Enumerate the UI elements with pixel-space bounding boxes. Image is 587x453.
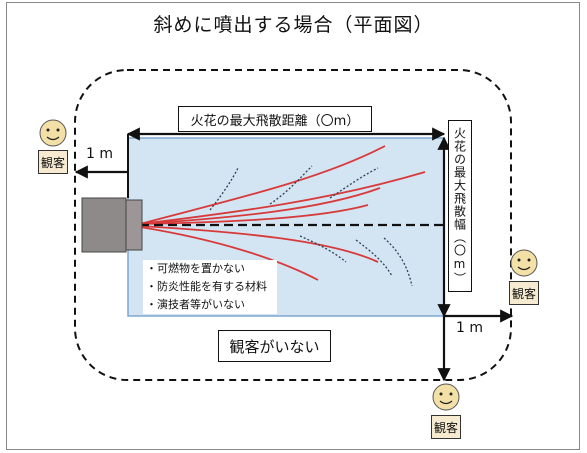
audience-label-left: 観客 [38,150,68,174]
max-width-label: 火花の最大飛散幅（〇m） [448,120,472,292]
audience-figure-left [39,119,67,147]
bottom-distance-label: 1 m [456,320,483,336]
safety-notes: ・可燃物を置かない ・防炎性能を有する材料 ・演技者等がいない [143,260,277,314]
safety-boundary [74,69,512,381]
figure-frame [6,2,580,450]
audience-figure-bottom [432,383,460,411]
diagram-title: 斜めに噴出する場合（平面図） [153,14,434,36]
device-body [81,197,127,253]
audience-label-right: 観客 [509,281,539,305]
max-distance-label: 火花の最大飛散距離（〇m） [178,106,372,132]
left-distance-label: 1 m [86,146,113,162]
note-item: ・防炎性能を有する材料 [146,280,267,293]
device-nozzle [125,199,143,251]
spark-lines-dark [209,165,413,287]
spark-lines-red [139,145,426,281]
audience-label-bottom: 観客 [431,415,461,439]
audience-figure-right [510,249,538,277]
note-item: ・可燃物を置かない [146,262,245,275]
no-audience-label: 観客がいない [218,330,331,362]
note-item: ・演技者等がいない [146,298,245,311]
